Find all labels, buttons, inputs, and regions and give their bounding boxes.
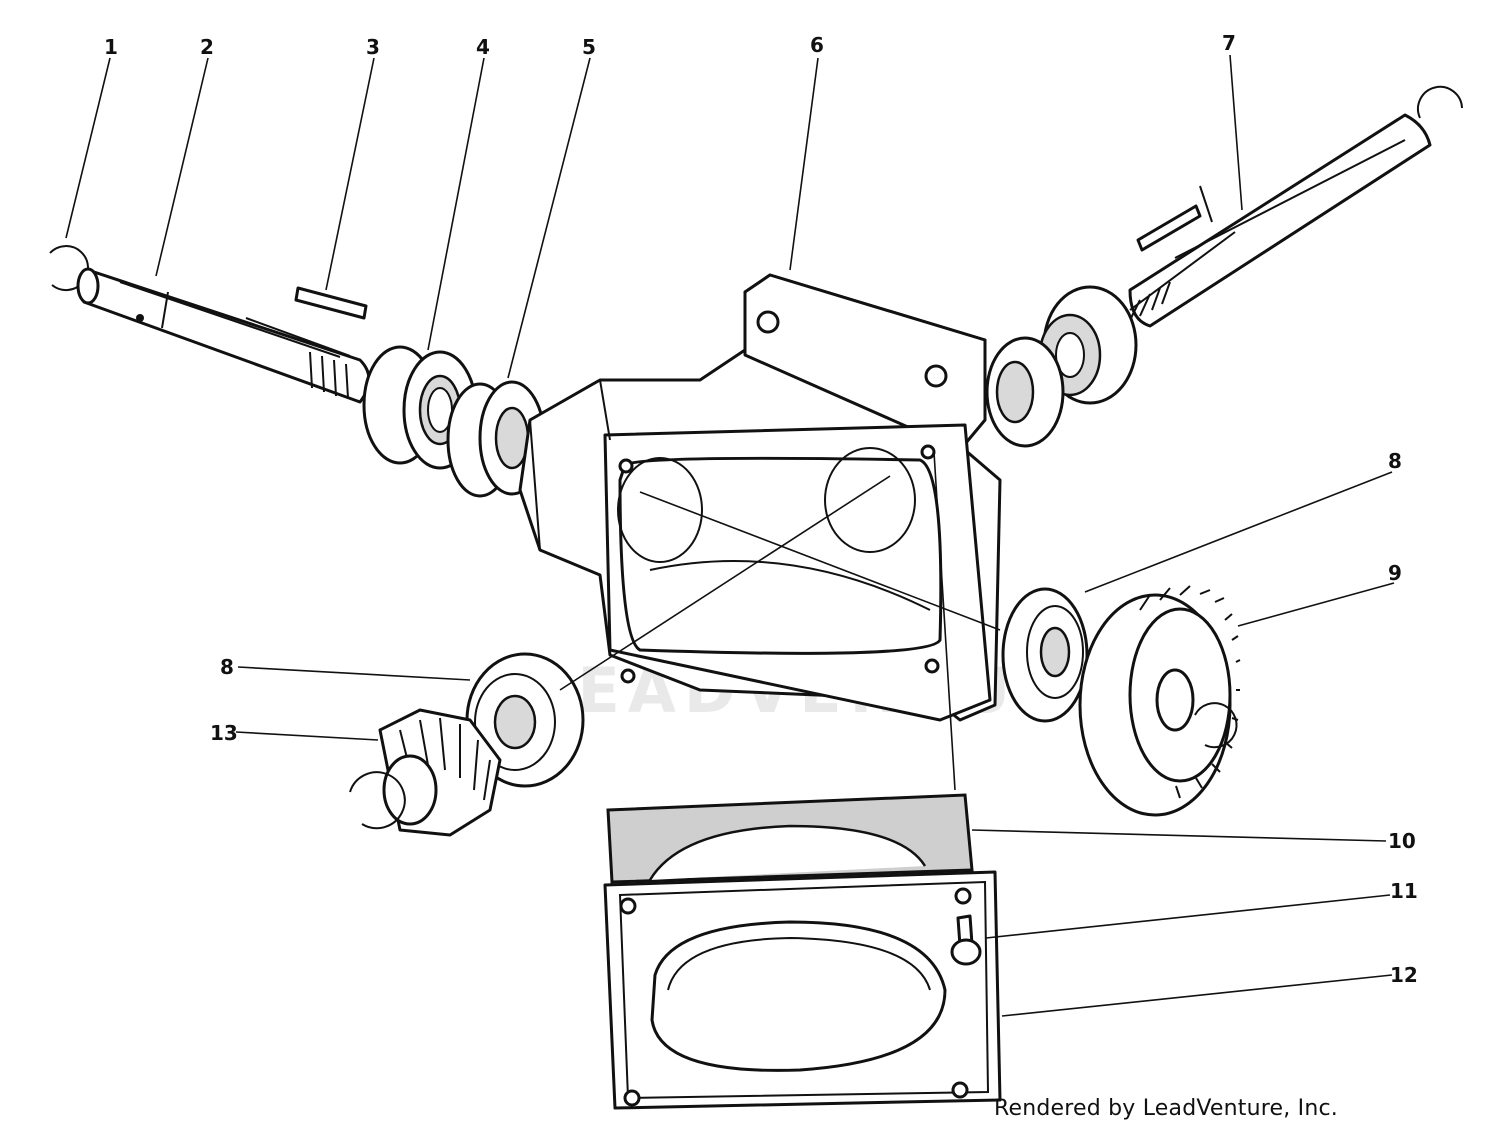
callout-2: 2: [200, 35, 214, 59]
callout-3: 3: [366, 35, 380, 59]
bearing-right-lower: [1001, 587, 1089, 723]
callout-11: 11: [1390, 879, 1418, 903]
callout-7: 7: [1222, 31, 1236, 55]
key-left: [294, 286, 368, 320]
key-right: [1136, 204, 1202, 252]
callout-8-left: 8: [220, 655, 234, 679]
rendered-by-credit: Rendered by LeadVenture, Inc.: [994, 1096, 1338, 1121]
bevel-gear-large: [1078, 585, 1241, 817]
leader-lines: [65, 54, 1395, 1017]
input-shaft: [76, 267, 371, 404]
callout-12: 12: [1390, 963, 1418, 987]
callout-1: 1: [104, 35, 118, 59]
snap-ring-left: [49, 245, 90, 292]
callout-10: 10: [1388, 829, 1416, 853]
callout-13: 13: [210, 721, 238, 745]
callout-9: 9: [1388, 561, 1402, 585]
oil-seal-right: [985, 336, 1065, 448]
callout-6: 6: [810, 33, 824, 57]
cap-screw: [950, 914, 982, 966]
callout-4: 4: [476, 35, 490, 59]
bevel-pinion-gear: [349, 708, 502, 837]
callout-5: 5: [582, 35, 596, 59]
callouts: 1 2 3 4 5 6 7 8 9 8 13 10 11 12: [104, 31, 1418, 987]
cover-plate: [603, 870, 1002, 1110]
gasket: [606, 793, 974, 884]
output-shaft: [1128, 85, 1463, 328]
callout-8-right: 8: [1388, 449, 1402, 473]
gearbox-housing: [518, 273, 1002, 722]
